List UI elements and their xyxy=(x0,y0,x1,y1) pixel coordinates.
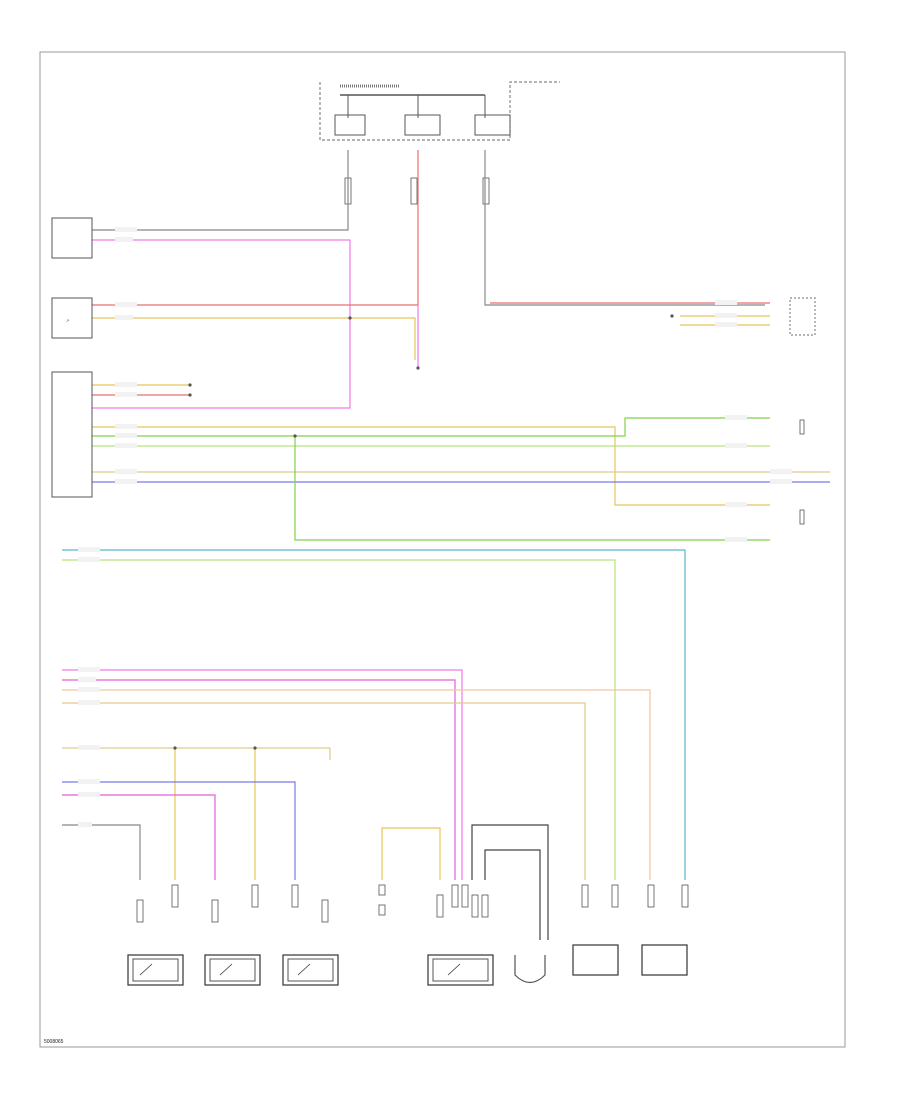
fuse-connectors xyxy=(344,177,490,205)
wire-tags xyxy=(78,227,792,827)
left-components: ↗ xyxy=(51,217,93,498)
svg-text:↗: ↗ xyxy=(66,318,69,323)
diagram-code: 5008065 xyxy=(44,1039,64,1045)
fuse-box xyxy=(319,81,560,141)
diagram-frame xyxy=(39,51,846,1048)
bottom-components xyxy=(127,944,688,986)
splice-points xyxy=(173,314,674,750)
bottom-connectors xyxy=(136,884,689,923)
right-components xyxy=(789,297,816,525)
wire-set xyxy=(62,150,830,940)
